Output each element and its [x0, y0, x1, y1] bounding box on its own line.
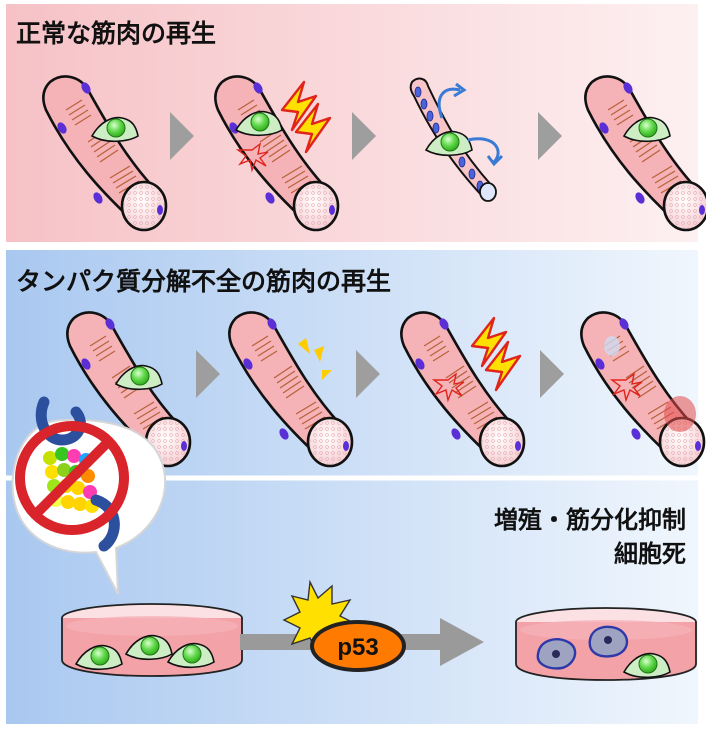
proliferation-arrow-icon	[437, 87, 461, 119]
panel-defect-title: タンパク質分解不全の筋肉の再生	[16, 267, 391, 296]
forbidden-icon	[15, 421, 129, 535]
proteasome-callout	[11, 396, 167, 595]
panel-defect: タンパク質分解不全の筋肉の再生	[6, 250, 706, 724]
dead-cells	[536, 625, 629, 670]
outcome-line-2: 細胞死	[614, 540, 686, 568]
proliferation-arrow-icon	[467, 137, 500, 164]
panel-normal-title: 正常な筋肉の再生	[16, 19, 216, 48]
panel-normal: 正常な筋肉の再生	[6, 4, 706, 242]
p53-label: p53	[337, 634, 378, 661]
p53-node: p53	[310, 620, 406, 672]
stress-mark-icon	[298, 338, 332, 380]
damaged-fiber	[580, 311, 706, 468]
proteasome-icon	[35, 396, 120, 552]
outcome-line-1: 増殖・筋分化抑制	[494, 506, 686, 534]
